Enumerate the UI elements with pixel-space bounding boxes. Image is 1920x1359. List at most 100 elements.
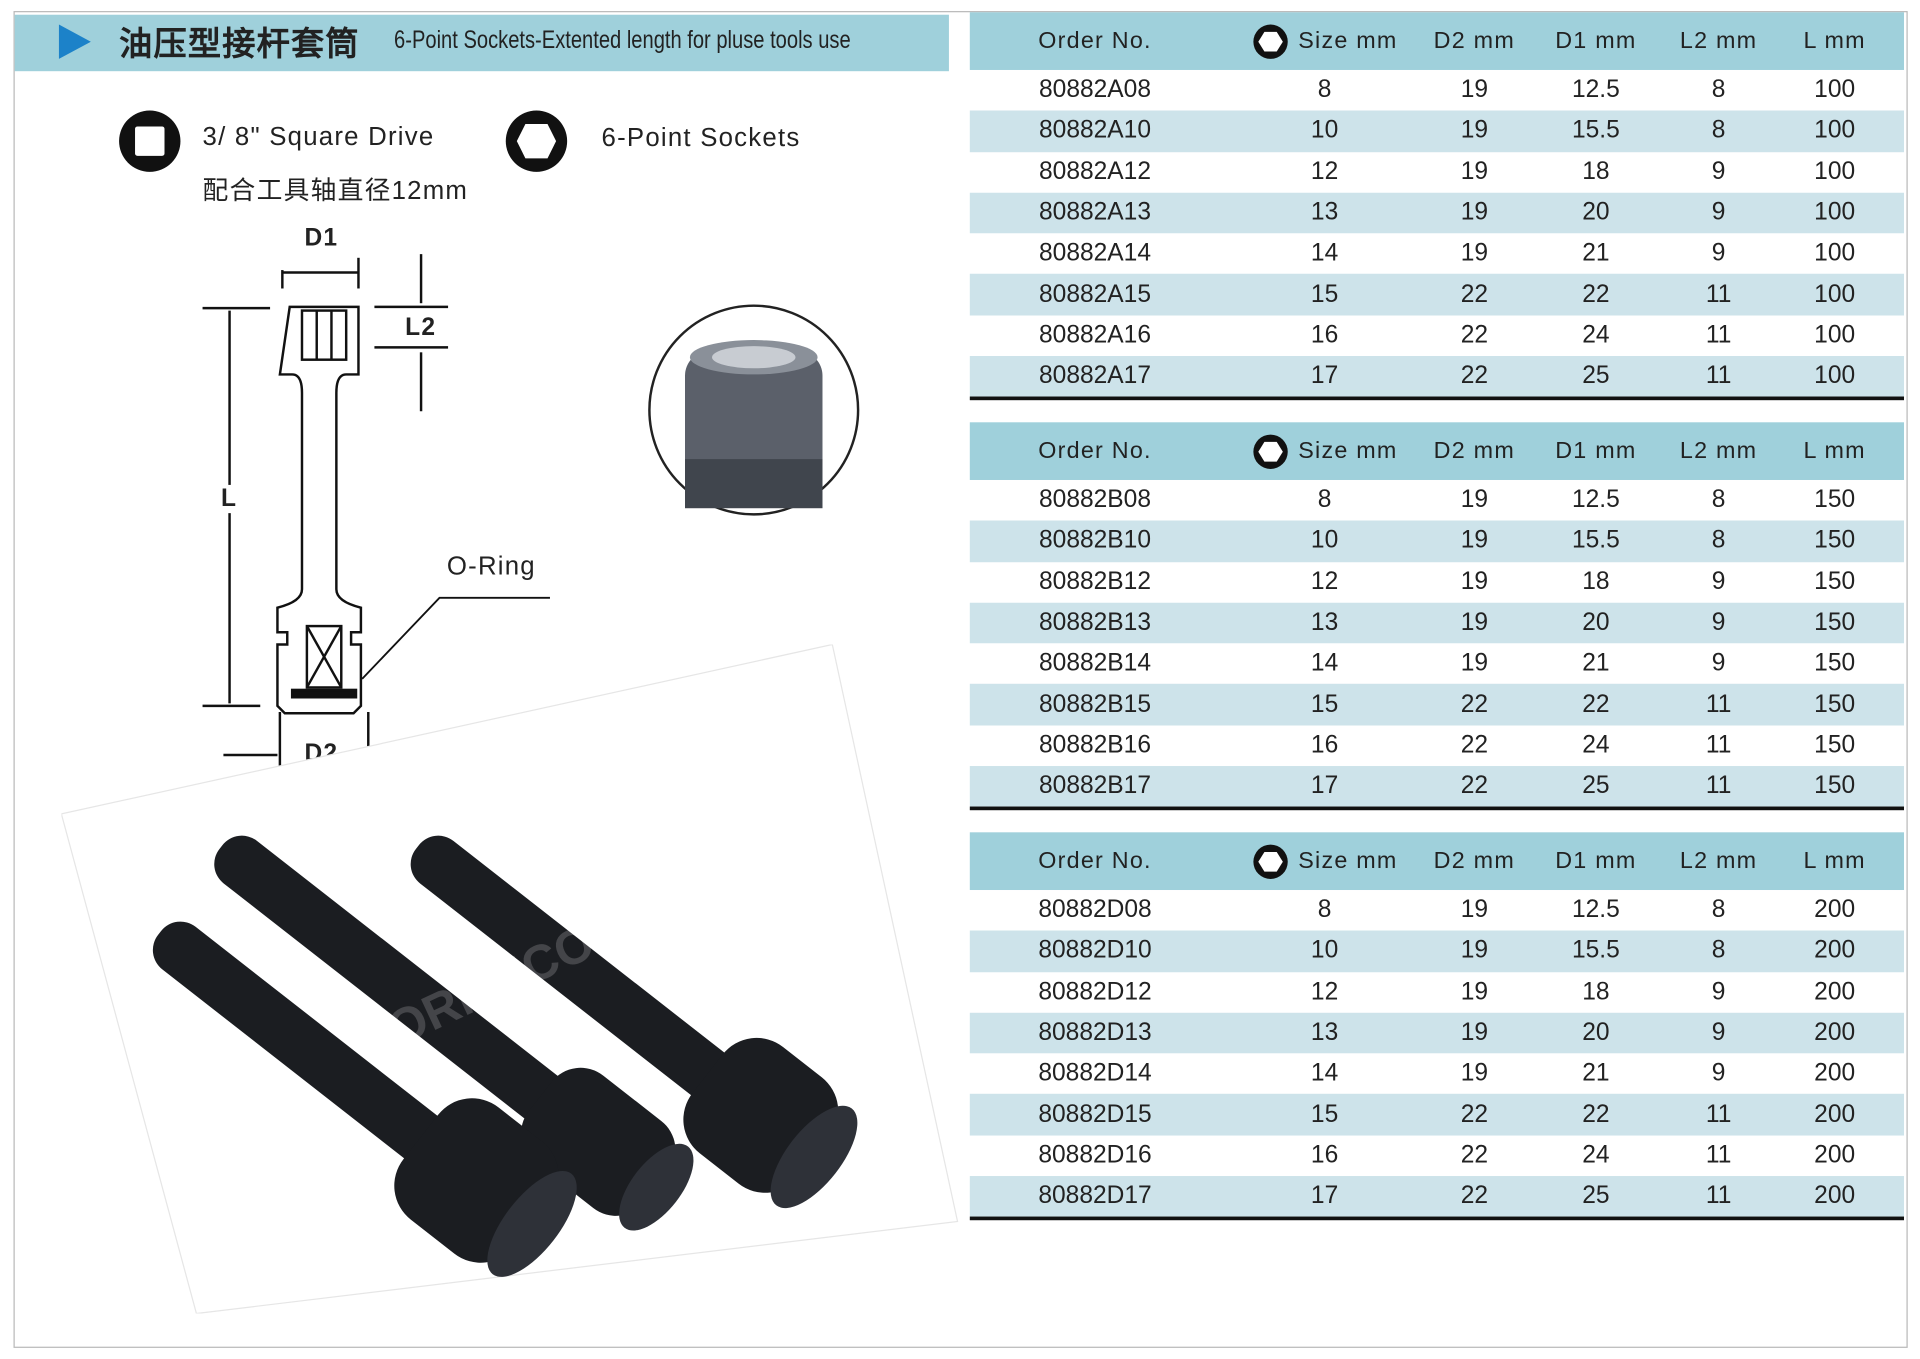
table-cell: 19 <box>1460 527 1489 555</box>
table-cell: 80882B12 <box>1039 568 1151 596</box>
table-cell: 80882D08 <box>1038 896 1152 924</box>
table-cell: 80882A08 <box>1039 76 1151 104</box>
table-cell: 150 <box>1814 731 1856 759</box>
header-label: Size mm <box>1298 437 1398 464</box>
table-cell: 9 <box>1711 239 1726 267</box>
table-cell: 9 <box>1711 649 1726 677</box>
table-cell: 17 <box>1310 362 1339 390</box>
table-cell: 15 <box>1310 280 1339 308</box>
header-label: Order No. <box>1038 847 1152 874</box>
table-cell: 9 <box>1711 1059 1726 1087</box>
table-cell: 21 <box>1582 649 1610 677</box>
table-cell: 15.5 <box>1571 937 1620 965</box>
table-cell: 21 <box>1582 239 1610 267</box>
header-label: L2 mm <box>1679 847 1758 874</box>
header-cell: L mm <box>1765 848 1904 875</box>
table-cell: 80882A15 <box>1039 280 1151 308</box>
table-cell: 25 <box>1582 362 1610 390</box>
title-english: 6-Point Sockets-Extented length for plus… <box>394 27 851 55</box>
hex-icon <box>1252 433 1288 469</box>
table-cell: 20 <box>1582 1018 1610 1046</box>
title-chinese: 油压型接杆套筒 <box>119 25 360 63</box>
table-cell: 17 <box>1310 772 1339 800</box>
table-cell: 80882A14 <box>1039 239 1151 267</box>
table-cell: 9 <box>1711 608 1726 636</box>
table-cell: 80882D12 <box>1038 978 1152 1006</box>
table-cell: 80882D15 <box>1038 1100 1152 1128</box>
table-cell: 19 <box>1460 896 1489 924</box>
table-cell: 80882B13 <box>1039 608 1151 636</box>
table-cell: 12.5 <box>1571 486 1620 514</box>
table-cell: 19 <box>1460 198 1489 226</box>
table-cell: 11 <box>1705 1141 1732 1169</box>
table-cell: 25 <box>1582 1182 1610 1210</box>
header-cell: Size mm <box>1220 23 1429 60</box>
table-cell: 13 <box>1310 198 1339 226</box>
dimension-diagram <box>202 254 550 780</box>
table-cell: 80882A17 <box>1039 362 1151 390</box>
table-cell: 200 <box>1814 1018 1856 1046</box>
table-cell: 25 <box>1582 772 1610 800</box>
table-cell: 100 <box>1814 362 1856 390</box>
table-cell: 100 <box>1814 239 1856 267</box>
table-cell: 9 <box>1711 158 1726 186</box>
table-cell: 18 <box>1582 158 1610 186</box>
table-cell: 8 <box>1711 76 1726 104</box>
header-label: L mm <box>1803 437 1866 464</box>
table-cell: 80882D16 <box>1038 1141 1152 1169</box>
table-cell: 22 <box>1460 1100 1489 1128</box>
table-cell: 80882B08 <box>1039 486 1151 514</box>
table-cell: 100 <box>1814 158 1856 186</box>
table-cell: 12 <box>1310 568 1339 596</box>
table-cell: 150 <box>1814 568 1856 596</box>
table-cell: 80882B10 <box>1039 527 1151 555</box>
square-drive-icon <box>119 110 181 172</box>
table-cell: 11 <box>1705 321 1732 349</box>
table-cell: 22 <box>1582 280 1610 308</box>
header-cell: D1 mm <box>1520 848 1672 875</box>
table-cell: 12.5 <box>1571 896 1620 924</box>
table-cell: 200 <box>1814 1059 1856 1087</box>
table-cell: 9 <box>1711 1018 1726 1046</box>
table-cell: 19 <box>1460 937 1489 965</box>
table-cell: 12 <box>1310 978 1339 1006</box>
l2-label: L2 <box>405 314 437 342</box>
header-cell: L mm <box>1765 438 1904 465</box>
table-cell: 8 <box>1317 896 1332 924</box>
header-label: Size mm <box>1298 27 1398 54</box>
table-cell: 11 <box>1705 1182 1732 1210</box>
table-cell: 100 <box>1814 321 1856 349</box>
header-cell: Order No. <box>970 848 1220 875</box>
header-label: Order No. <box>1038 27 1152 54</box>
table-cell: 8 <box>1317 76 1332 104</box>
table-cell: 80882B17 <box>1039 772 1151 800</box>
header-label: D2 mm <box>1433 27 1515 54</box>
table-cell: 80882A16 <box>1039 321 1151 349</box>
header-cell: D2 mm <box>1429 438 1520 465</box>
table-cell: 24 <box>1582 1141 1610 1169</box>
table-cell: 22 <box>1582 1100 1610 1128</box>
table-cell: 100 <box>1814 280 1856 308</box>
table-cell: 18 <box>1582 978 1610 1006</box>
table-cell: 11 <box>1705 1100 1732 1128</box>
table-cell: 80882A10 <box>1039 117 1151 145</box>
header-label: Size mm <box>1298 847 1398 874</box>
table-cell: 13 <box>1310 1018 1339 1046</box>
table-cell: 22 <box>1460 321 1489 349</box>
header-cell: Size mm <box>1220 433 1429 470</box>
table-cell: 16 <box>1310 731 1339 759</box>
table-cell: 8 <box>1711 937 1726 965</box>
table-end-rule <box>969 806 1905 811</box>
oring-label: O-Ring <box>446 552 536 581</box>
table-cell: 10 <box>1310 527 1339 555</box>
